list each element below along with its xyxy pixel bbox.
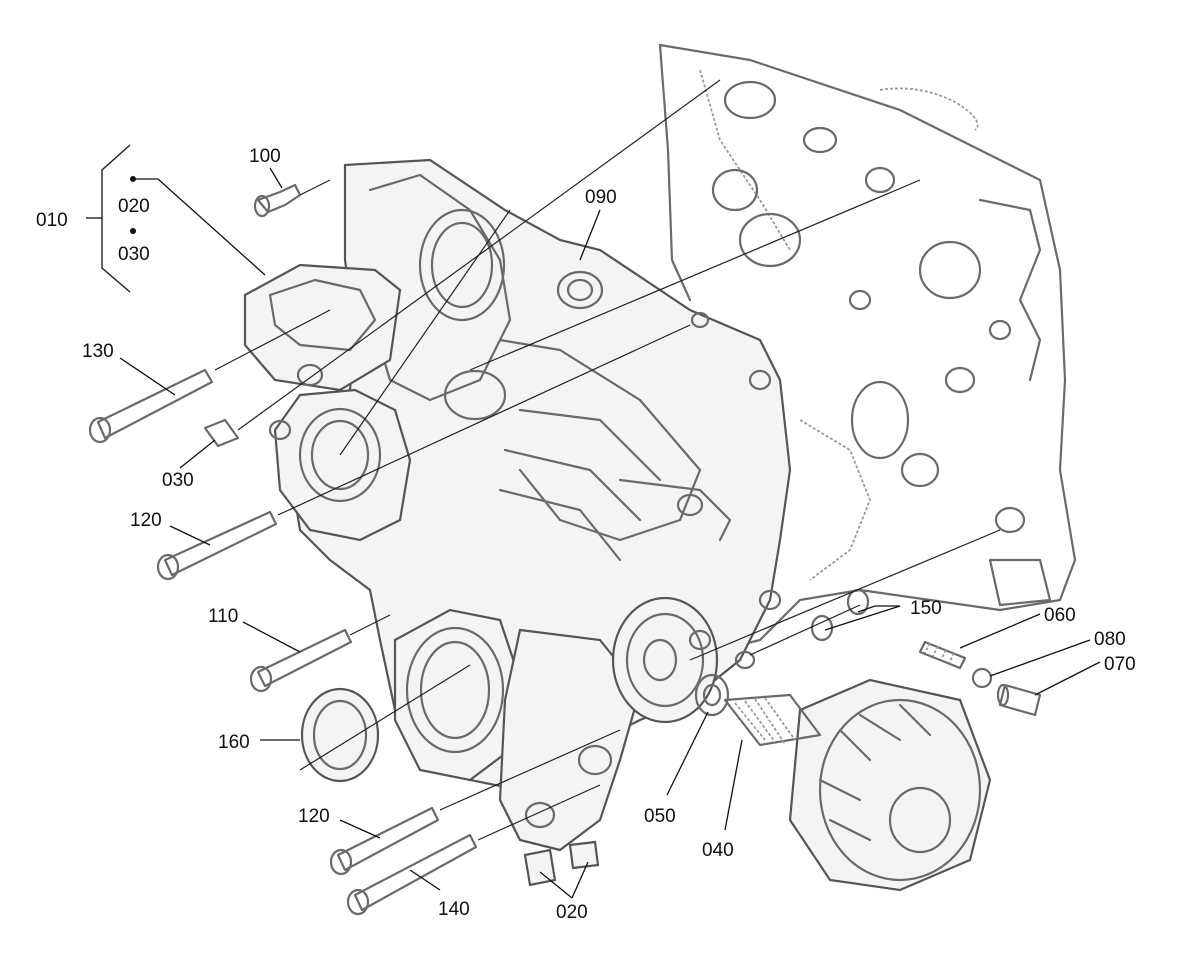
callout-030-group: 030 bbox=[118, 244, 150, 265]
gasket-050 bbox=[694, 673, 730, 717]
group-bracket-010 bbox=[101, 144, 131, 293]
assembly-axes bbox=[214, 79, 1001, 841]
oil-filter bbox=[788, 678, 992, 892]
bolt-120-upper bbox=[156, 510, 278, 581]
leader-lines bbox=[119, 167, 1101, 899]
bullet-030 bbox=[130, 228, 136, 234]
callout-050: 050 bbox=[644, 806, 676, 827]
callout-010: 010 bbox=[36, 210, 68, 231]
callout-040: 040 bbox=[702, 840, 734, 861]
callout-090: 090 bbox=[585, 187, 617, 208]
pin-030 bbox=[203, 418, 240, 448]
callout-150: 150 bbox=[910, 598, 942, 619]
callout-110: 110 bbox=[208, 606, 238, 627]
callout-070: 070 bbox=[1104, 654, 1136, 675]
callout-120-lower: 120 bbox=[298, 806, 330, 827]
bolt-140 bbox=[346, 833, 478, 916]
callout-140: 140 bbox=[438, 899, 470, 920]
callout-020-group: 020 bbox=[118, 196, 150, 217]
oil-pump-cover bbox=[268, 388, 412, 542]
callout-100: 100 bbox=[249, 146, 281, 167]
bolt-110 bbox=[249, 628, 353, 693]
callout-080: 080 bbox=[1094, 629, 1126, 650]
plugs-020 bbox=[523, 840, 600, 887]
callout-030: 030 bbox=[162, 470, 194, 491]
callout-020: 020 bbox=[556, 902, 588, 923]
oil-seal-160 bbox=[300, 687, 380, 783]
bolt-130 bbox=[88, 368, 214, 444]
relief-spring-060 bbox=[918, 640, 967, 670]
relief-plug-070 bbox=[996, 683, 1042, 717]
callout-160: 160 bbox=[218, 732, 250, 753]
relief-ball-080 bbox=[971, 667, 993, 689]
bolt-100 bbox=[253, 183, 302, 218]
callout-130: 130 bbox=[82, 341, 114, 362]
callout-120-upper: 120 bbox=[130, 510, 162, 531]
callout-060: 060 bbox=[1044, 605, 1076, 626]
engine-block bbox=[658, 43, 1077, 652]
crank-bore bbox=[393, 608, 522, 782]
thermostat-housing bbox=[243, 263, 402, 392]
relief-valve-flange bbox=[611, 596, 756, 724]
bullet-020 bbox=[130, 176, 136, 182]
bolt-120-lower bbox=[329, 806, 440, 876]
nipple-040 bbox=[723, 693, 822, 747]
